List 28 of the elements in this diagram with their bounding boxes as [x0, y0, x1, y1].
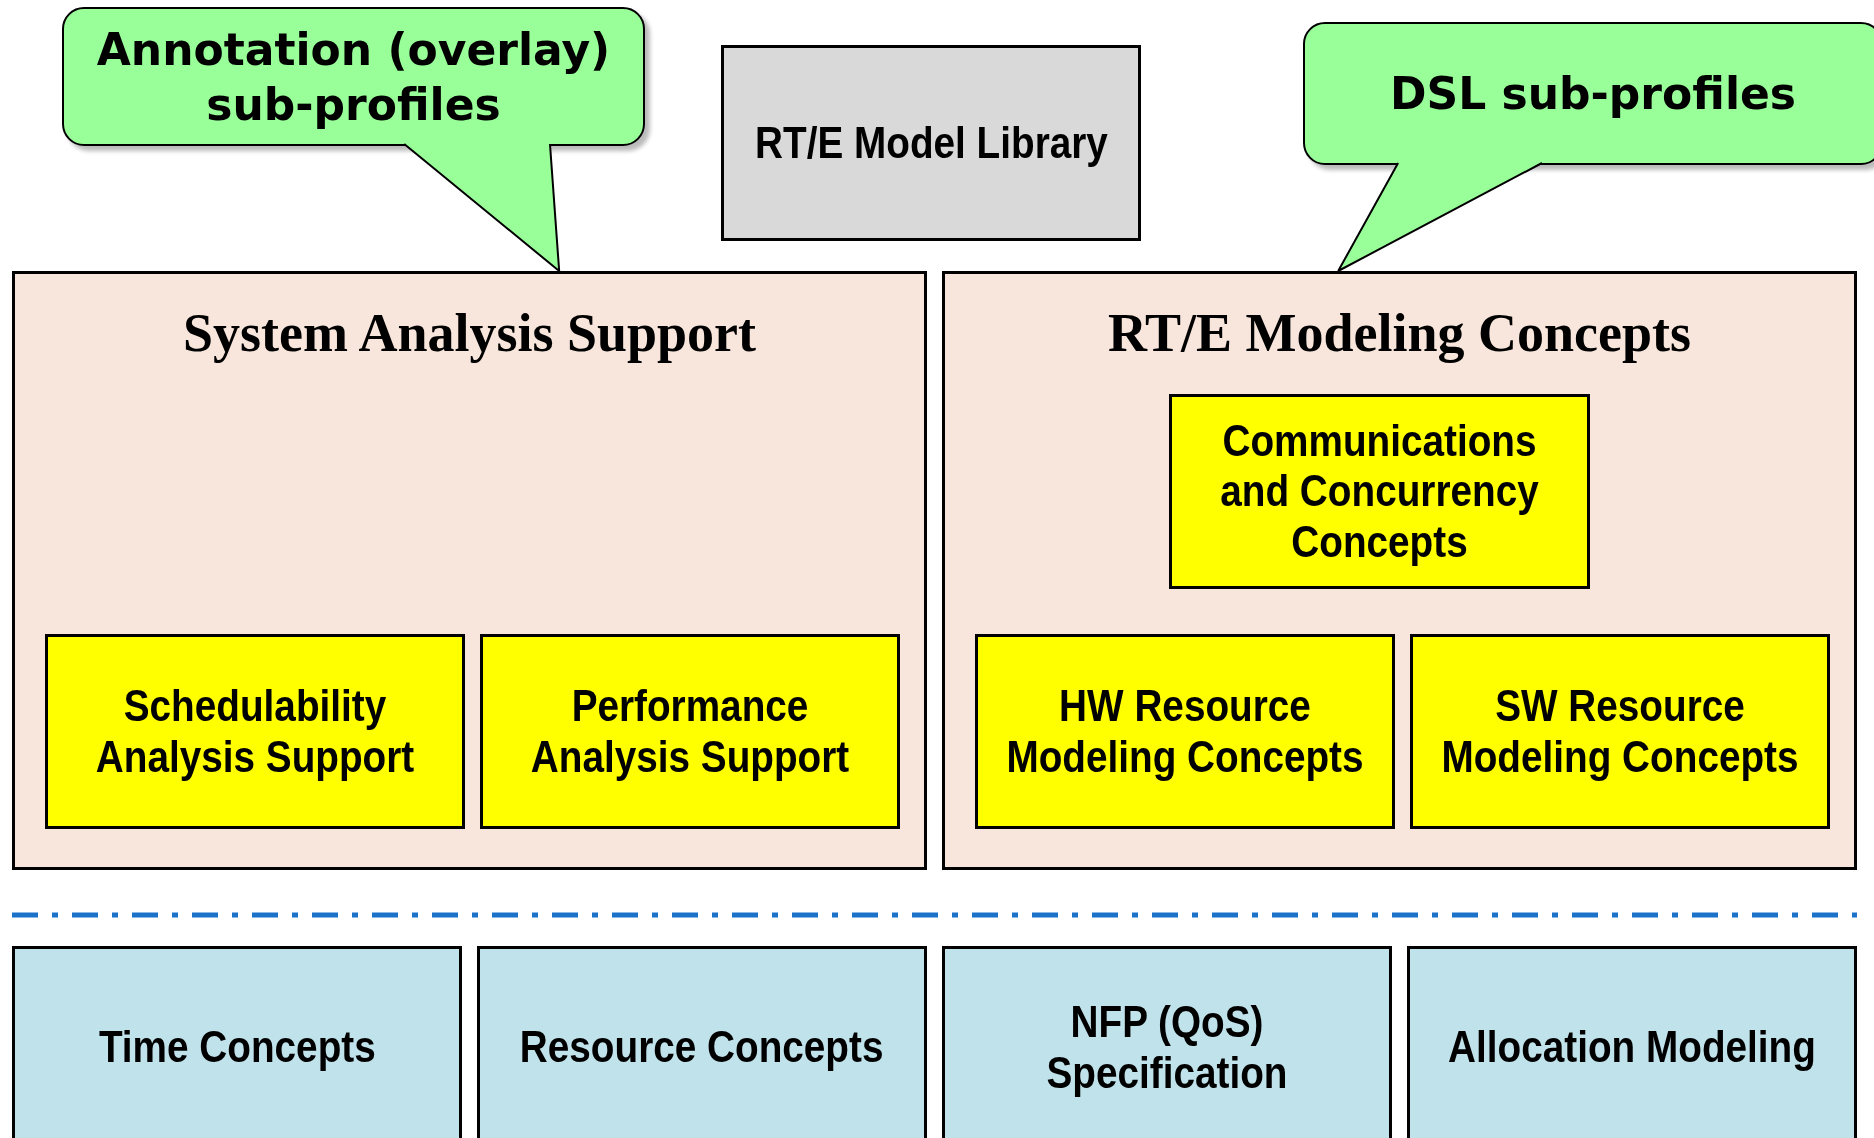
package-box: [1169, 394, 1590, 589]
package-container: [942, 271, 1857, 870]
package-label: Performance Analysis Support: [529, 680, 851, 783]
package-label: Resource Concepts: [520, 1022, 884, 1073]
package-label: RT/E Model Library: [754, 117, 1108, 169]
package-label: Allocation Modeling: [1448, 1022, 1816, 1073]
package-label: Communications and Concurrency Concepts: [1219, 415, 1540, 568]
package-box: [1407, 946, 1857, 1138]
package-box: [45, 634, 465, 829]
package-title: System Analysis Support: [182, 302, 757, 365]
package-box: [1410, 634, 1830, 829]
package-box: [12, 946, 462, 1138]
package-label: Time Concepts: [98, 1022, 376, 1073]
package-title: RT/E Modeling Concepts: [1107, 302, 1692, 365]
callout-text: Annotation (overlay) sub-profiles: [95, 22, 612, 132]
package-box: [942, 946, 1392, 1138]
callout-text: DSL sub-profiles: [1390, 67, 1796, 121]
package-box: [975, 634, 1395, 829]
package-label: Schedulability Analysis Support: [94, 680, 416, 783]
callout-pointer: [1337, 162, 1543, 272]
package-label: SW Resource Modeling Concepts: [1440, 680, 1800, 783]
package-label: HW Resource Modeling Concepts: [1005, 680, 1365, 783]
package-box: [480, 634, 900, 829]
package-label: NFP (QoS) Specification: [1045, 996, 1289, 1099]
callout-pointer: [403, 143, 561, 272]
package-box: [477, 946, 927, 1138]
package-box: [721, 45, 1141, 241]
package-container: [12, 271, 927, 870]
